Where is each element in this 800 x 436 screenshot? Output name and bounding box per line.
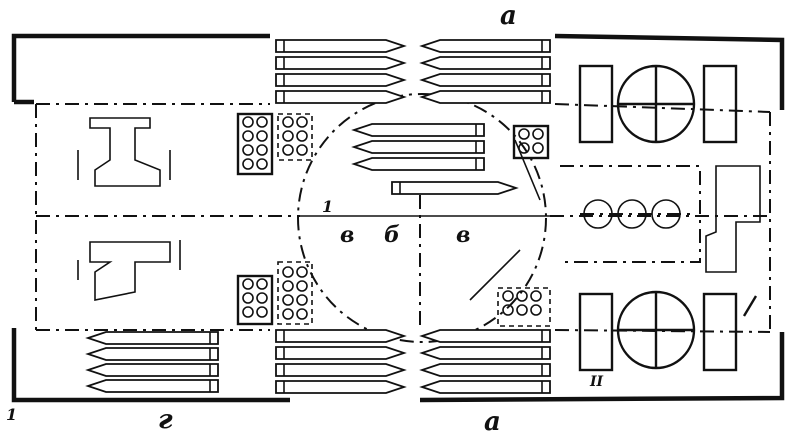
shell [419,380,551,394]
round-cell [516,304,528,316]
round-cell [296,280,308,292]
shell [85,331,219,345]
round-cell [282,266,294,278]
round-cell [242,116,254,128]
round-rack-upper-left [236,112,274,176]
round-cell [296,116,308,128]
shell [85,363,219,377]
label-center-b: б [384,222,400,248]
label-bottom-a: a [484,407,501,436]
shell-stacks [85,39,551,394]
round-cell [242,278,254,290]
gearbox [560,165,761,273]
round-cell [242,292,254,304]
round-cell [256,306,268,318]
label-center-v-right: в [456,222,470,248]
shell [275,56,407,70]
round-cell [256,116,268,128]
mark-bottom-right: II [589,374,604,390]
round-cell [532,128,544,140]
round-cell [296,266,308,278]
shell [275,363,407,377]
round-cell [242,144,254,156]
label-center-v-left: в [340,222,354,248]
shell [419,73,551,87]
round-cell [282,280,294,292]
round-cell [282,294,294,306]
round-cell [502,304,514,316]
mark-bottom-left: 1 [6,405,17,424]
round-cell [256,158,268,170]
round-rack-upper-mid [277,113,313,161]
shell [351,157,485,171]
round-cell [256,292,268,304]
round-cell [242,306,254,318]
shell [275,329,407,343]
round-cell [530,290,542,302]
round-cell [242,130,254,142]
rack-circles [242,116,544,320]
round-cell [256,278,268,290]
round-cell [296,294,308,306]
shell [275,90,407,104]
round-cell [532,142,544,154]
round-cell [282,130,294,142]
seat-upper-left [77,117,171,187]
shell [419,56,551,70]
shell [275,73,407,87]
center-line [36,195,770,326]
shell [419,90,551,104]
round-cell [256,130,268,142]
round-cell [516,290,528,302]
shell [275,346,407,360]
round-cell [282,144,294,156]
round-cell [518,128,530,140]
shell [419,346,551,360]
round-rack-lower-left [236,261,313,326]
round-rack-lower-right [497,287,551,327]
round-cell [530,304,542,316]
hull-outline [11,33,785,403]
shell [419,329,551,343]
label-top-a: a [500,1,517,31]
round-rack-turret [512,124,550,160]
round-cell [282,116,294,128]
shell [85,347,219,361]
shell [85,379,219,393]
round-cell [296,130,308,142]
round-cell [518,142,530,154]
round-cell [502,290,514,302]
round-cell [296,144,308,156]
round-cell [282,308,294,320]
seat-lower-left [77,240,181,301]
shell [391,181,519,195]
round-cell [256,144,268,156]
mark-left-center: 1 [322,197,333,216]
shell [275,39,407,53]
round-cell [296,308,308,320]
round-cell [242,158,254,170]
shell [351,140,485,154]
shell [419,39,551,53]
brake-unit-lower [578,290,758,372]
brake-unit-upper [578,64,738,144]
shell [419,363,551,377]
label-bottom-g: г [158,405,173,435]
shell [351,123,485,137]
shell [275,380,407,394]
